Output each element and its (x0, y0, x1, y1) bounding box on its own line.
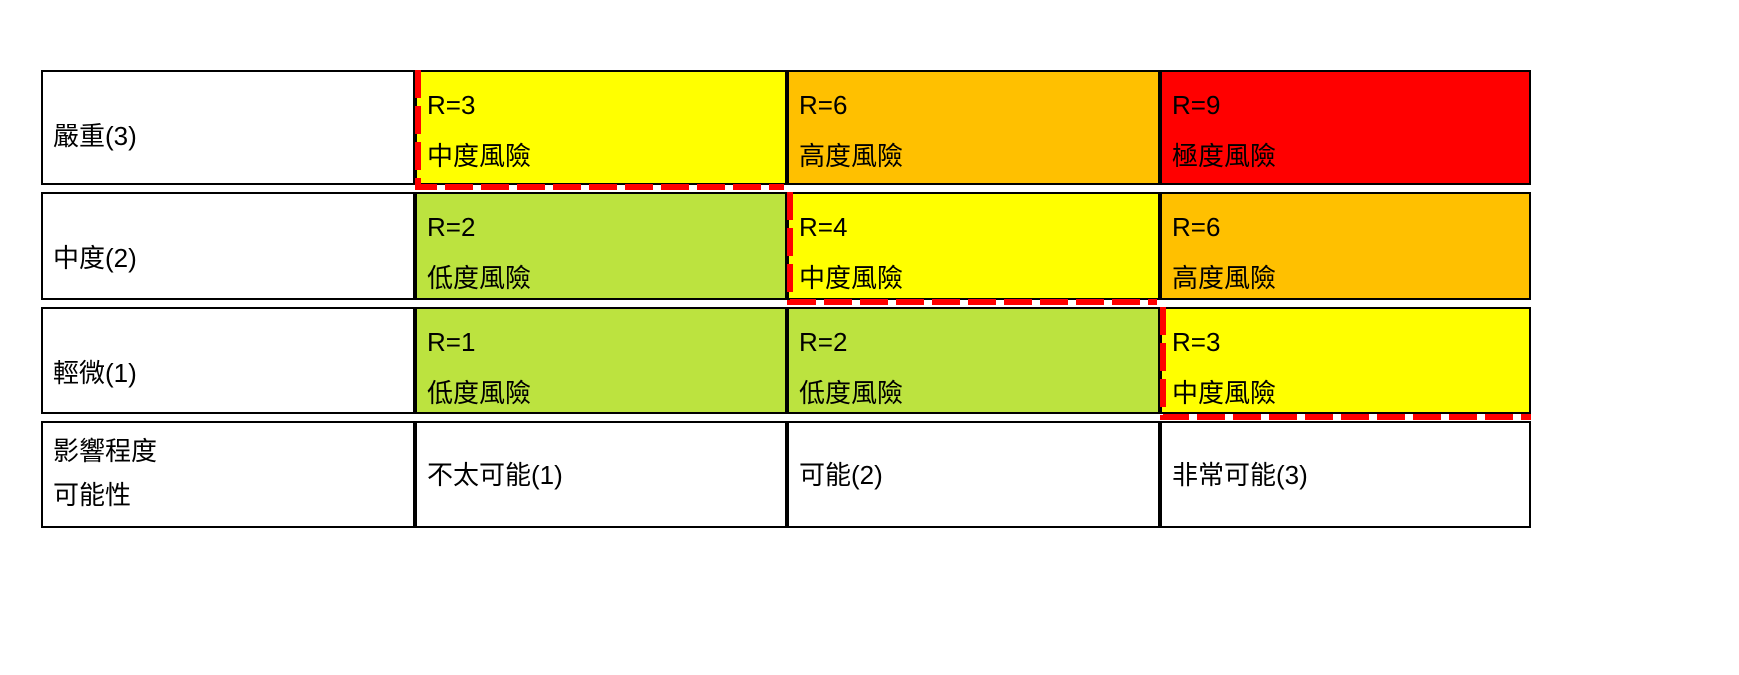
risk-cell: R=1 低度風險 (415, 307, 787, 414)
row-header: 嚴重(3) (41, 70, 415, 185)
risk-cell: R=9 極度風險 (1160, 70, 1531, 185)
risk-level: 中度風險 (799, 263, 904, 293)
risk-score: R=2 (799, 327, 848, 357)
risk-cell: R=4 中度風險 (787, 192, 1160, 300)
risk-level: 低度風險 (427, 263, 532, 293)
risk-score: R=1 (427, 327, 476, 357)
risk-score: R=9 (1172, 90, 1221, 120)
risk-score: R=6 (1172, 212, 1221, 242)
column-header: 可能(2) (787, 421, 1160, 528)
axis-corner: 影響程度可能性 (41, 421, 415, 528)
severity-label: 中度(2) (53, 243, 137, 273)
risk-score: R=3 (1172, 327, 1221, 357)
risk-level: 中度風險 (427, 141, 532, 171)
risk-cell: R=6 高度風險 (1160, 192, 1531, 300)
risk-cell: R=3 中度風險 (1160, 307, 1531, 414)
severity-label: 嚴重(3) (53, 121, 137, 151)
risk-score: R=6 (799, 90, 848, 120)
risk-cell: R=6 高度風險 (787, 70, 1160, 185)
likelihood-axis-label: 可能性 (53, 480, 132, 510)
row-header: 輕微(1) (41, 307, 415, 414)
column-header: 不太可能(1) (415, 421, 787, 528)
likelihood-label: 不太可能(1) (427, 460, 563, 490)
risk-level: 中度風險 (1172, 378, 1277, 408)
risk-score: R=4 (799, 212, 848, 242)
risk-level: 極度風險 (1172, 141, 1277, 171)
row-header: 中度(2) (41, 192, 415, 300)
impact-axis-label: 影響程度 (53, 436, 158, 466)
likelihood-label: 非常可能(3) (1172, 460, 1308, 490)
risk-level: 低度風險 (427, 378, 532, 408)
column-header: 非常可能(3) (1160, 421, 1531, 528)
risk-score: R=3 (427, 90, 476, 120)
severity-label: 輕微(1) (53, 358, 137, 388)
risk-cell: R=2 低度風險 (787, 307, 1160, 414)
risk-cell: R=3 中度風險 (415, 70, 787, 185)
risk-level: 高度風險 (799, 141, 904, 171)
risk-cell: R=2 低度風險 (415, 192, 787, 300)
risk-score: R=2 (427, 212, 476, 242)
risk-level: 高度風險 (1172, 263, 1277, 293)
risk-level: 低度風險 (799, 378, 904, 408)
likelihood-label: 可能(2) (799, 460, 883, 490)
